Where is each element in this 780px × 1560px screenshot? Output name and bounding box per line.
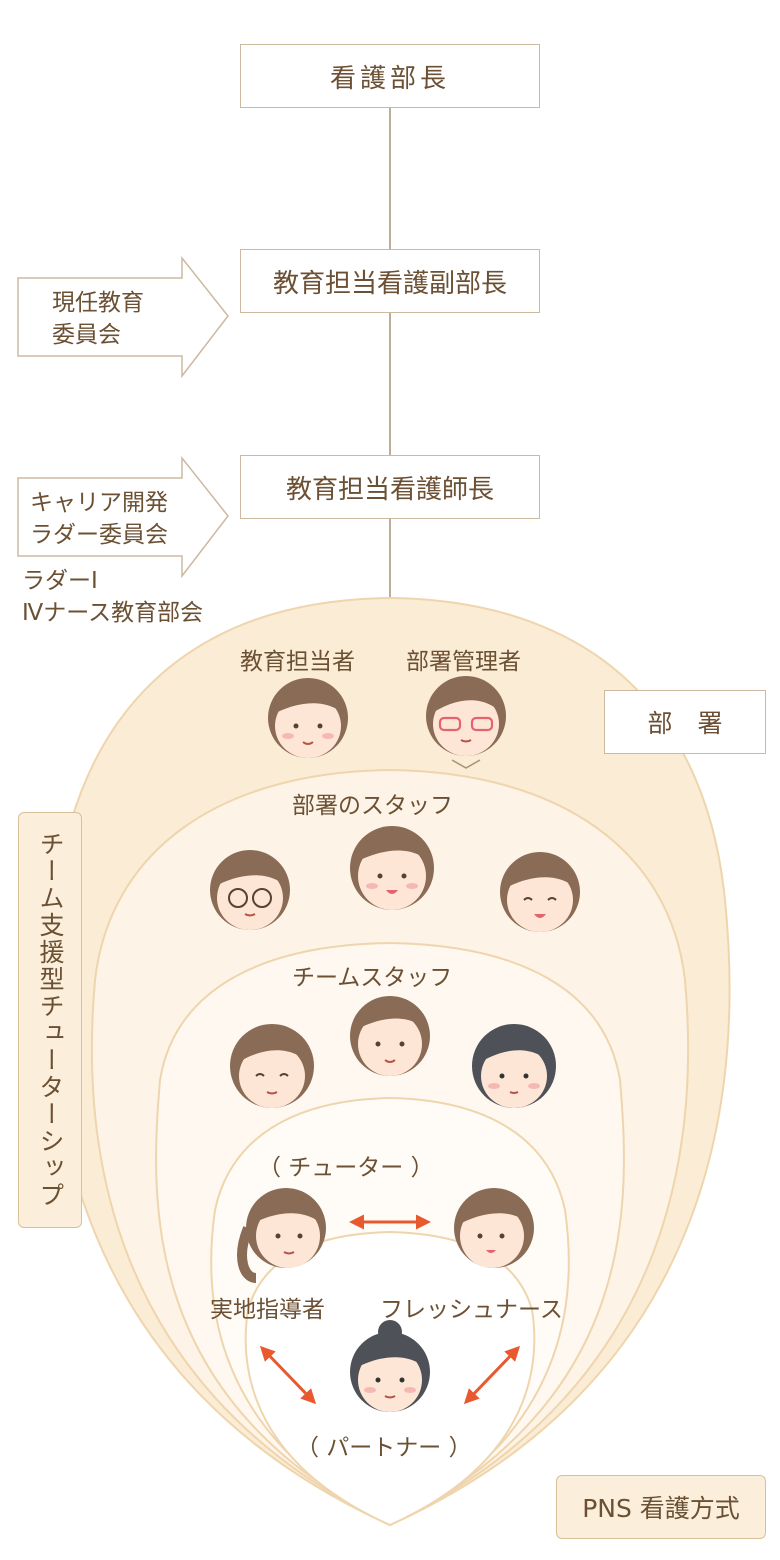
ladder-line2: Ⅳナース教育部会 bbox=[22, 600, 204, 626]
team-staff-label: チームスタッフ bbox=[292, 965, 453, 991]
partner-label: （ パートナー ） bbox=[296, 1435, 472, 1461]
department-box-label: 部 署 bbox=[647, 709, 723, 738]
trainer-label: 実地指導者 bbox=[210, 1297, 325, 1323]
manager-label: 部署管理者 bbox=[406, 649, 521, 675]
avatar-staff-right bbox=[500, 852, 580, 932]
avatar-manager bbox=[426, 676, 506, 769]
pns-box: PNS 看護方式 bbox=[556, 1475, 766, 1539]
director-box: 看護部長 bbox=[240, 44, 540, 108]
team-tutorship-text: チーム支援型チューターシップ bbox=[36, 831, 65, 1209]
career-line2: ラダー委員会 bbox=[30, 522, 168, 548]
avatar-fresh-nurse bbox=[454, 1188, 534, 1268]
fresh-partner-arrow bbox=[463, 1345, 521, 1405]
avatar-partner bbox=[350, 1320, 430, 1412]
deputy-box: 教育担当看護副部長 bbox=[240, 249, 540, 313]
head-nurse-label: 教育担当看護師長 bbox=[285, 474, 494, 505]
director-label: 看護部長 bbox=[329, 63, 450, 94]
team-tutorship-side-label: チーム支援型チューターシップ bbox=[18, 812, 82, 1228]
avatar-team-right bbox=[472, 1024, 556, 1108]
department-box: 部 署 bbox=[604, 690, 766, 754]
pns-label: PNS 看護方式 bbox=[582, 1494, 740, 1523]
genin-line2: 委員会 bbox=[52, 322, 121, 348]
educator-label: 教育担当者 bbox=[240, 649, 355, 675]
ladder-text: ラダーⅠ Ⅳナース教育部会 bbox=[22, 565, 203, 629]
career-committee-text: キャリア開発 ラダー委員会 bbox=[30, 487, 168, 551]
career-committee-arrow bbox=[17, 455, 229, 579]
avatar-trainer bbox=[237, 1188, 326, 1283]
career-line1: キャリア開発 bbox=[30, 490, 168, 516]
deputy-label: 教育担当看護副部長 bbox=[272, 268, 507, 299]
avatar-team-left bbox=[230, 1024, 314, 1108]
trainer-partner-arrow bbox=[259, 1345, 317, 1405]
avatar-staff-left bbox=[210, 850, 290, 930]
genin-committee-text: 現任教育 委員会 bbox=[52, 287, 144, 351]
ladder-line1: ラダーⅠ bbox=[22, 568, 98, 594]
head-nurse-box: 教育担当看護師長 bbox=[240, 455, 540, 519]
department-staff-label: 部署のスタッフ bbox=[292, 793, 453, 819]
avatar-educator bbox=[268, 678, 348, 758]
fresh-nurse-label: フレッシュナース bbox=[380, 1297, 563, 1323]
avatar-staff-center bbox=[350, 826, 434, 910]
tutor-label: （ チューター ） bbox=[258, 1155, 434, 1181]
genin-line1: 現任教育 bbox=[52, 290, 144, 316]
avatar-team-center bbox=[350, 996, 430, 1076]
genin-committee-arrow bbox=[17, 255, 229, 379]
